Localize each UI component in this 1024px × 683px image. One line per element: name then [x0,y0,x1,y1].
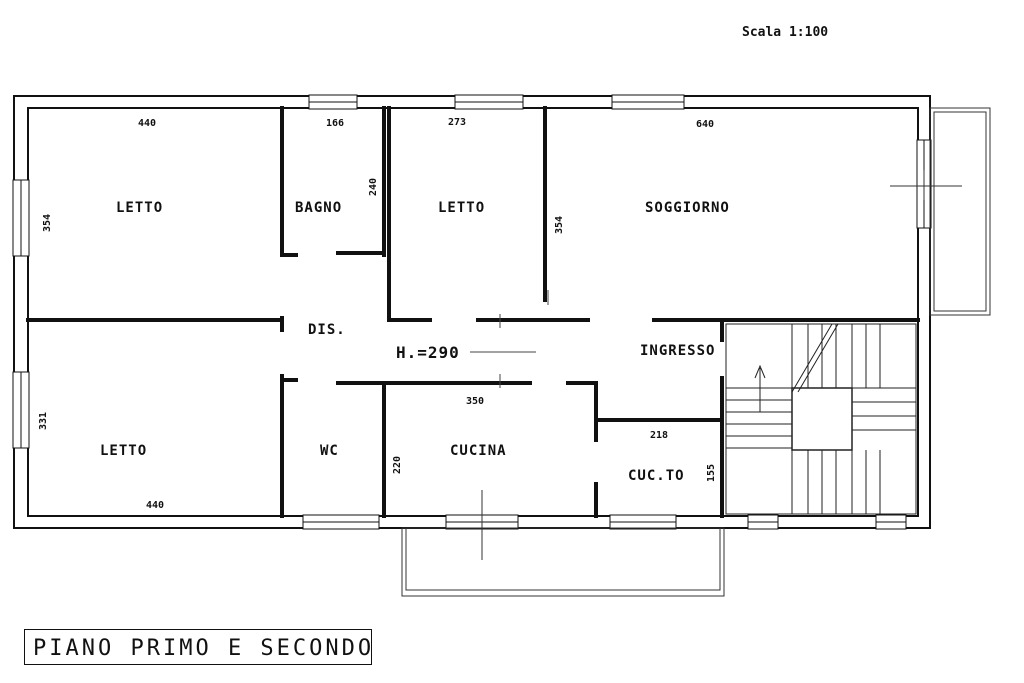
window-bottom-4 [747,514,779,530]
staircase [725,323,917,515]
room-soggiorno: SOGGIORNO [645,200,730,216]
outer-walls [13,95,931,529]
window-left-1 [12,179,30,257]
dim-letto-center-width: 273 [448,117,466,128]
scale-label: Scala 1:100 [742,25,828,40]
dim-letto-nw-depth: 354 [42,214,53,232]
footer-title-box: PIANO PRIMO E SECONDO [24,629,372,665]
dim-letto-center-depth: 354 [554,216,565,234]
interior-walls [26,106,920,518]
room-labels: LETTO BAGNO LETTO SOGGIORNO DIS. INGRESS… [100,200,730,484]
stair-well [791,387,853,451]
dim-cucina-depth: 220 [392,456,403,474]
room-cucinotto: CUC.TO [628,468,685,484]
balconies [401,107,991,597]
dim-bagno-width: 166 [326,118,344,129]
room-letto-nw: LETTO [116,200,163,216]
dim-letto-nw-width: 440 [138,118,156,129]
dim-cucinotto-depth: 155 [706,464,717,482]
room-ingresso: INGRESSO [640,343,715,359]
window-top-3 [611,94,685,110]
dim-cucina-width: 350 [466,396,484,407]
window-bottom-5 [875,514,907,530]
window-left-2 [12,371,30,449]
balcony-east [890,107,991,316]
height-note: H.=290 [396,343,460,362]
room-wc: WC [320,443,339,459]
dim-letto-sw-width: 440 [146,500,164,511]
balcony-south [401,490,725,597]
room-cucina: CUCINA [450,443,507,459]
dim-letto-sw-depth: 331 [38,412,49,430]
window-bottom-3 [609,514,677,530]
room-letto-center: LETTO [438,200,485,216]
room-bagno: BAGNO [295,200,342,216]
window-top-2 [454,94,524,110]
window-top-1 [308,94,358,110]
dim-soggiorno-width: 640 [696,119,714,130]
detail-lines [470,290,549,388]
dim-cucinotto-width: 218 [650,430,668,441]
dimension-labels: 440 166 273 640 350 218 440 354 240 354 … [38,117,717,511]
footer-title: PIANO PRIMO E SECONDO [33,636,375,661]
dim-bagno-depth: 240 [368,178,379,196]
window-bottom-1 [302,514,380,530]
room-dis: DIS. [308,322,346,338]
windows [12,94,932,530]
room-letto-sw: LETTO [100,443,147,459]
